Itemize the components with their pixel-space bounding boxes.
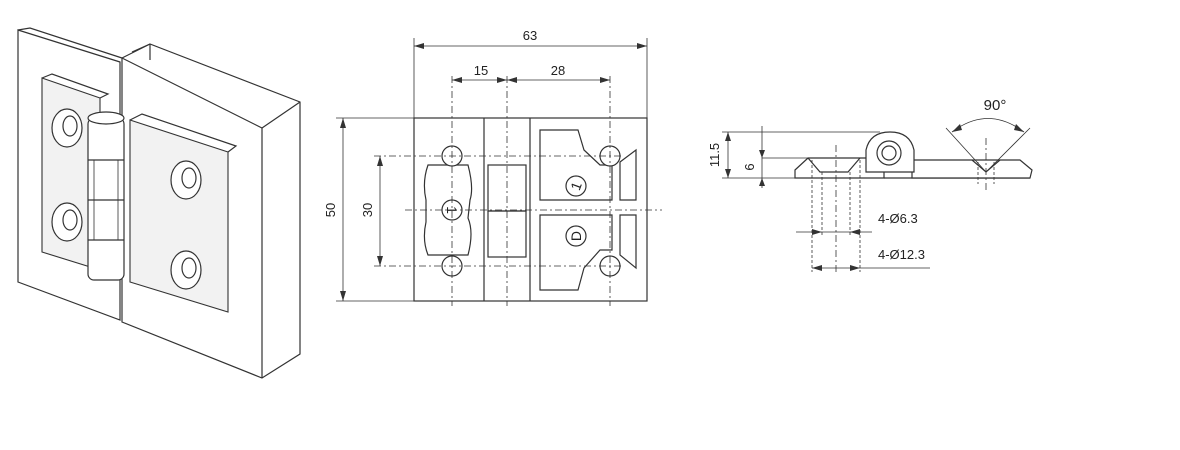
dim-overall-width: 63	[523, 28, 537, 43]
right-recess-bottom	[539, 214, 613, 291]
side-view: 11.5 6 4-Ø6.3 4-Ø12.3 90°	[707, 97, 1033, 275]
dim-height: 50	[323, 203, 338, 217]
iso-knuckle	[87, 117, 125, 281]
marking-circle	[565, 175, 587, 197]
side-right-leaf	[911, 159, 1033, 179]
side-pin	[876, 140, 902, 166]
dim-hole-large: 4-Ø12.3	[878, 247, 925, 262]
iso-right-pad	[129, 119, 229, 313]
right-leaf-marking-bottom: D	[568, 231, 584, 241]
left-recess	[423, 164, 473, 256]
dim-opening-angle: 90°	[984, 97, 1007, 114]
iso-hole	[51, 108, 83, 148]
dim-left-offset: 15	[474, 63, 488, 78]
dim-total-thickness: 11.5	[707, 143, 722, 167]
marking-circle	[565, 225, 587, 247]
iso-hole	[51, 202, 83, 242]
dim-right-offset: 28	[551, 63, 565, 78]
dim-hole-spacing: 30	[360, 203, 375, 217]
iso-hole	[170, 160, 202, 200]
iso-hole	[170, 250, 202, 290]
dim-leaf-thickness: 6	[742, 163, 757, 170]
front-view: 1 1 D 63 15 28 50 30	[323, 28, 662, 306]
isometric-view	[17, 27, 301, 379]
dim-hole-small: 4-Ø6.3	[878, 211, 918, 226]
